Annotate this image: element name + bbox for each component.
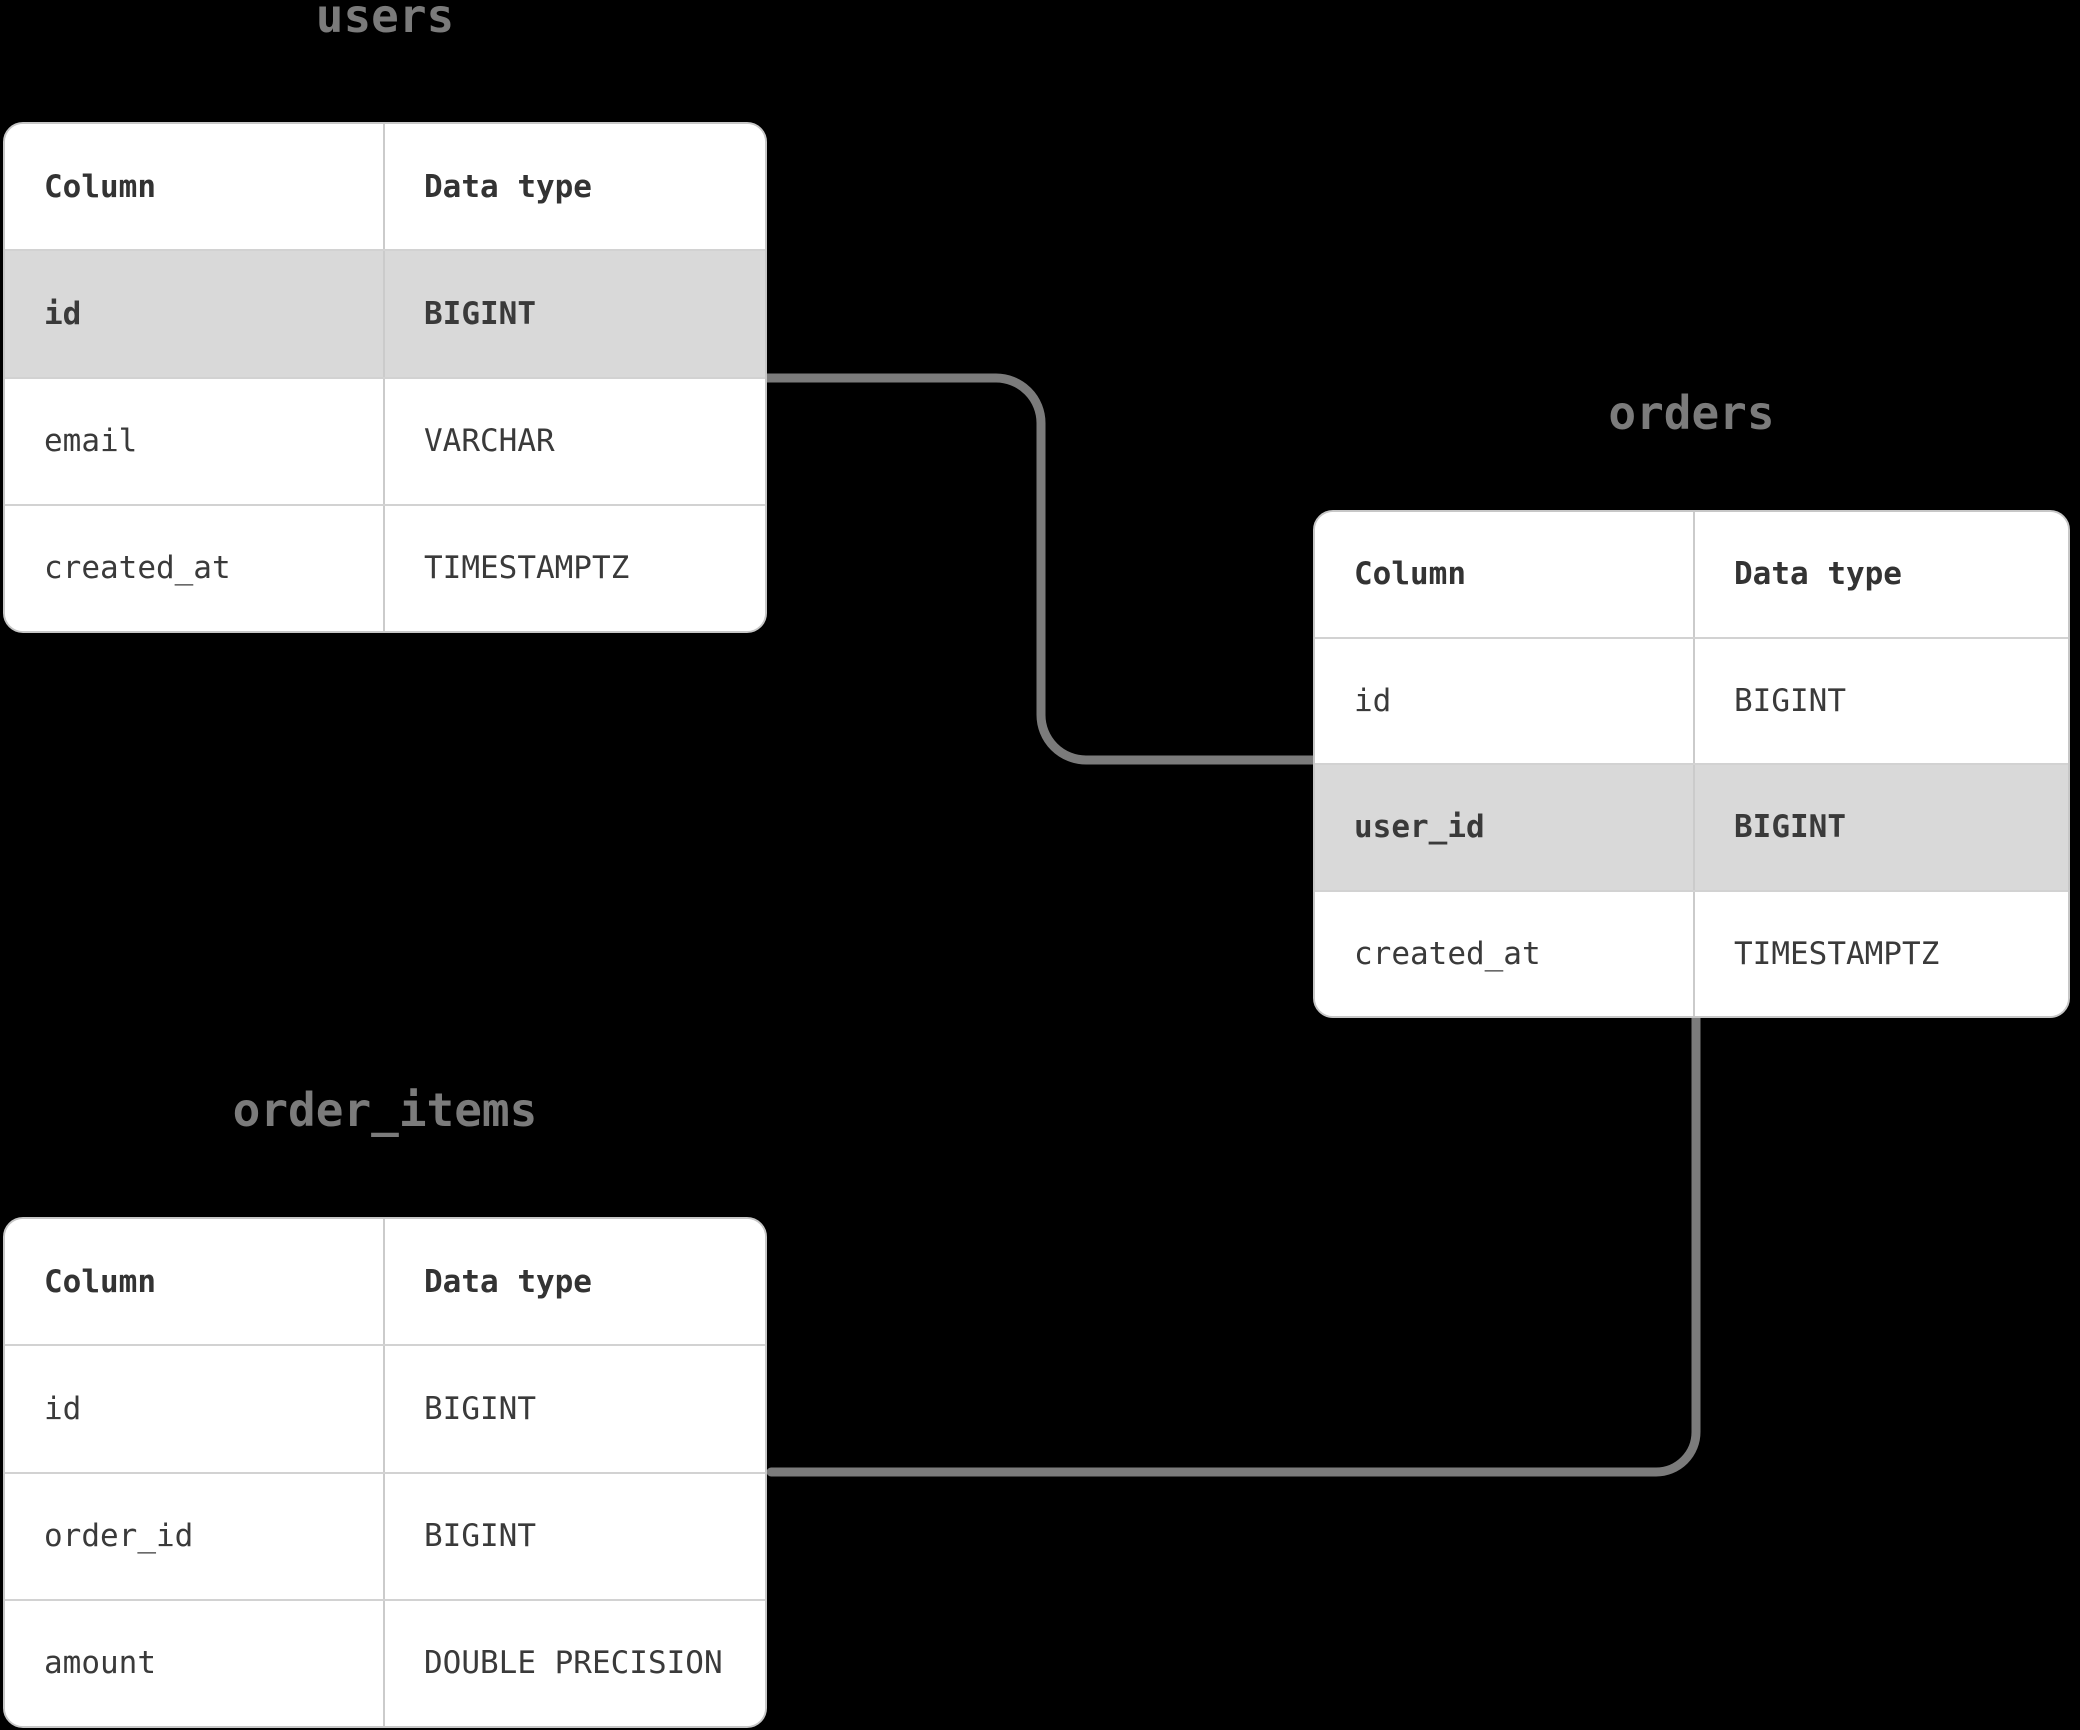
table-row-highlighted: id BIGINT [5, 251, 765, 379]
column-name-cell: id [5, 1346, 385, 1472]
column-name-cell: email [5, 378, 385, 504]
table-row: created_at TIMESTAMPTZ [1315, 891, 2068, 1016]
header-row: Column Data type [1315, 512, 2068, 639]
users-table-title: users [315, 0, 455, 43]
users-table: Column Data type id BIGINT email VARCHAR creat… [3, 122, 767, 633]
datatype-value-cell: BIGINT [424, 295, 536, 332]
order-items-table-title: order_items [232, 1083, 538, 1137]
table-row: id BIGINT [1315, 638, 2068, 765]
column-name-cell: created_at [5, 505, 385, 631]
table-row: email VARCHAR [5, 378, 765, 506]
column-name-cell: created_at [1315, 891, 1695, 1016]
datatype-value-cell: DOUBLE PRECISION [424, 1645, 723, 1682]
column-name-cell: amount [5, 1600, 385, 1726]
column-name-cell: id [5, 251, 385, 377]
connector-users-orders [762, 373, 1318, 765]
datatype-header-cell: Data type [1734, 556, 1902, 593]
orders-table-title: orders [1608, 386, 1775, 440]
datatype-value-cell: TIMESTAMPTZ [424, 550, 630, 587]
table-row: created_at TIMESTAMPTZ [5, 505, 765, 631]
connector-orders-order-items [766, 1013, 1701, 1477]
column-name-cell: order_id [5, 1473, 385, 1599]
datatype-value-cell: TIMESTAMPTZ [1734, 935, 1940, 972]
datatype-value-cell: VARCHAR [424, 423, 555, 460]
table-row: amount DOUBLE PRECISION [5, 1600, 765, 1726]
column-name-cell: id [1315, 638, 1695, 763]
datatype-value-cell: BIGINT [424, 1390, 536, 1427]
column-name-cell: user_id [1315, 765, 1695, 890]
table-row-highlighted: user_id BIGINT [1315, 765, 2068, 892]
datatype-header-cell: Data type [424, 168, 592, 205]
datatype-value-cell: BIGINT [1734, 682, 1846, 719]
table-row: id BIGINT [5, 1346, 765, 1474]
table-row: order_id BIGINT [5, 1473, 765, 1601]
header-row: Column Data type [5, 124, 765, 252]
datatype-value-cell: BIGINT [424, 1518, 536, 1555]
column-header-cell: Column [1315, 512, 1695, 637]
header-row: Column Data type [5, 1219, 765, 1347]
column-header-cell: Column [5, 1219, 385, 1345]
datatype-value-cell: BIGINT [1734, 809, 1846, 846]
column-header-cell: Column [5, 124, 385, 250]
datatype-header-cell: Data type [424, 1263, 592, 1300]
